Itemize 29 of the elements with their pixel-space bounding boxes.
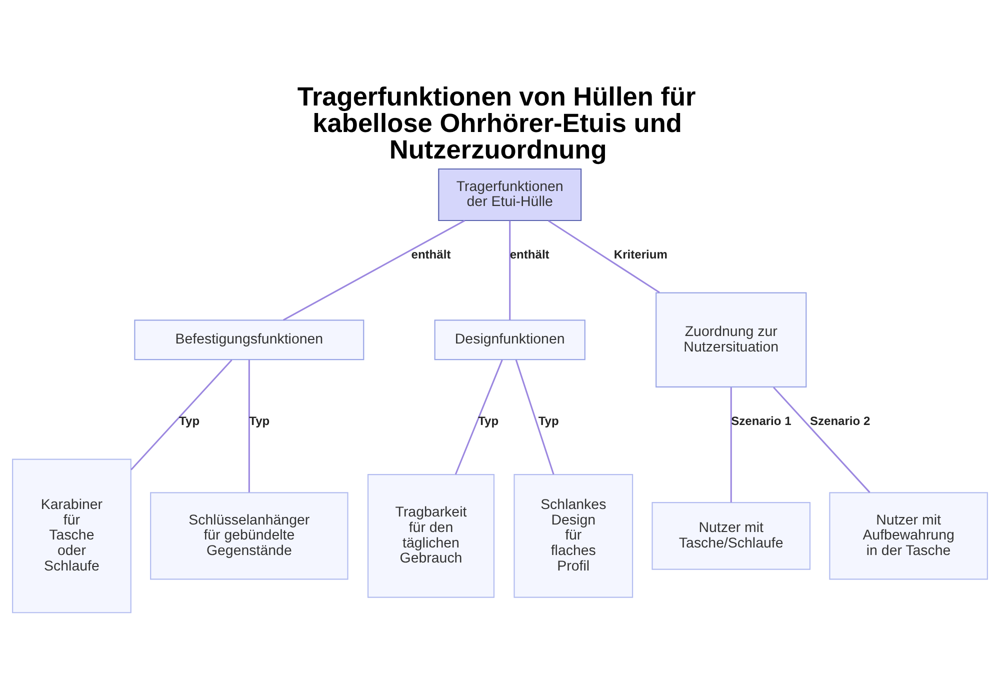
node-box: Zuordnung zur Nutzersituation: [656, 292, 807, 388]
edge-label: Kriterium: [614, 247, 668, 262]
node-box: Nutzer mit Aufbewahrung in der Tasche: [829, 492, 988, 580]
node-box: Schlüsselanhänger für gebündelte Gegenstände: [150, 492, 348, 580]
connector: [730, 386, 732, 502]
node-box: Designfunktionen: [434, 319, 586, 360]
edge-label: Szenario 1: [731, 414, 792, 428]
edge-label: enthält: [411, 247, 451, 262]
edge-label: Typ: [179, 414, 200, 428]
connector: [509, 220, 511, 320]
edge-label: enthält: [510, 247, 550, 262]
connector: [282, 219, 466, 320]
diagram-title: Tragerfunktionen von Hüllen für kabellose Ohrhörer-Etuis und Nutzerzuordnung: [297, 81, 696, 164]
connector: [130, 358, 232, 470]
node-box: Tragbarkeit für den täglichen Gebrauch: [367, 474, 495, 598]
node-box: Befestigungsfunktionen: [134, 319, 364, 360]
edge-label: Typ: [538, 414, 559, 428]
edge-label: Szenario 2: [810, 414, 870, 428]
node-box: Schlankes Design für flaches Profil: [514, 474, 634, 598]
node-box: Nutzer mit Tasche/Schlaufe: [652, 502, 811, 570]
connector: [454, 359, 503, 474]
connector: [248, 359, 250, 492]
connector: [515, 359, 554, 474]
connector: [773, 386, 870, 492]
connector: [548, 220, 660, 293]
node-box: Karabiner für Tasche oder Schlaufe: [12, 458, 132, 613]
edge-label: Typ: [478, 414, 499, 428]
edge-label: Typ: [249, 414, 270, 428]
node-box: Tragerfunktionen der Etui-Hülle: [438, 168, 582, 221]
